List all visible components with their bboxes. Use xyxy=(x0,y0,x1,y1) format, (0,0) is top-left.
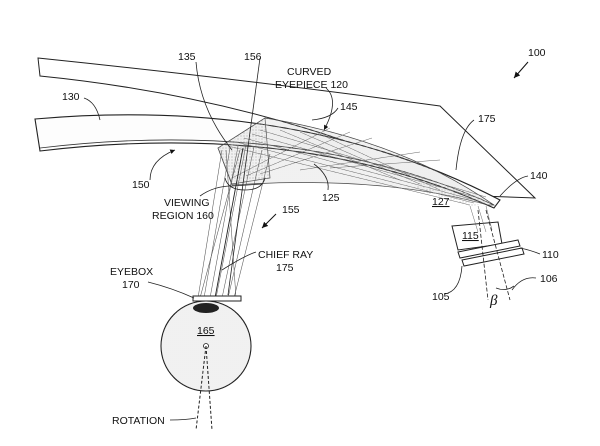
label-chief-ray: CHIEF RAY xyxy=(258,249,313,261)
label-127: 127 xyxy=(432,196,450,208)
label-150: 150 xyxy=(132,179,150,191)
beta-axis xyxy=(485,209,511,301)
leader-150 xyxy=(149,149,176,181)
label-region: REGION 160 xyxy=(152,210,214,222)
label-eyebox: EYEBOX xyxy=(110,266,153,278)
label-145: 145 xyxy=(340,101,358,113)
label-130: 130 xyxy=(62,91,80,103)
display-plate-top xyxy=(457,239,521,259)
label-115: 115 xyxy=(462,230,479,242)
leader-105 xyxy=(443,265,463,295)
label-140: 140 xyxy=(530,170,548,182)
label-viewing: VIEWING xyxy=(164,197,210,209)
label-eyepiece: EYEPIECE 120 xyxy=(275,79,348,91)
leader-rotation xyxy=(169,417,197,421)
leader-130 xyxy=(83,97,101,121)
leader-125 xyxy=(313,163,329,191)
leader-175-top xyxy=(455,119,475,171)
leader-135 xyxy=(195,61,233,151)
display-plate-110 xyxy=(461,247,525,267)
label-155: 155 xyxy=(282,204,300,216)
label-beta: β xyxy=(489,293,498,309)
label-100: 100 xyxy=(528,47,546,59)
axis-156 xyxy=(227,57,261,296)
curved-eyepiece xyxy=(34,114,501,209)
label-125: 125 xyxy=(322,192,340,204)
label-eyebox-ref: 170 xyxy=(122,279,140,291)
rotation-line-1 xyxy=(195,345,207,431)
leader-viewing-region xyxy=(199,183,263,197)
label-110: 110 xyxy=(542,249,559,261)
leader-110 xyxy=(519,247,541,255)
leader-140 xyxy=(499,175,529,197)
label-106: 106 xyxy=(540,273,558,285)
leader-106 xyxy=(511,277,537,291)
leader-145 xyxy=(311,107,339,121)
label-105: 105 xyxy=(432,291,450,303)
internal-ray-bundle xyxy=(227,127,487,206)
display-rays xyxy=(469,205,493,233)
leader-100 xyxy=(513,61,529,79)
beta-axis-2 xyxy=(477,209,489,301)
leader-eyepiece xyxy=(323,87,333,131)
label-135: 135 xyxy=(178,51,196,63)
eyebox-plate xyxy=(192,295,242,302)
eye-pupil xyxy=(193,303,219,313)
label-175-top: 175 xyxy=(478,113,496,125)
leader-155 xyxy=(261,213,277,229)
rotation-line-2 xyxy=(205,345,213,431)
label-curved: CURVED xyxy=(287,66,332,78)
leader-chief-ray xyxy=(221,251,257,271)
chief-ray xyxy=(214,147,244,299)
bracket-viewing-region xyxy=(224,177,266,191)
region-127 xyxy=(415,180,492,206)
label-chief-ray-ref: 175 xyxy=(276,262,294,274)
leader-eyebox xyxy=(147,281,195,299)
label-rotation: ROTATION xyxy=(112,415,165,427)
label-165: 165 xyxy=(197,325,215,337)
beta-arc xyxy=(495,285,515,290)
label-156: 156 xyxy=(244,51,262,63)
